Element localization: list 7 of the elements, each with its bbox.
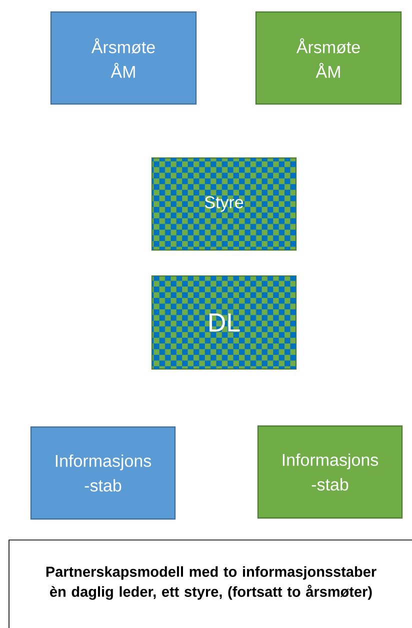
caption-box: Partnerskapsmodell med to informasjonsstaber èn daglig leder, ett styre, (fortsatt to årsmøter) — [8, 540, 412, 628]
process-box: Årsmøte ÅM — [255, 11, 402, 105]
checkered-box: Styre — [151, 157, 297, 251]
process-box: Informasjons -stab — [257, 425, 403, 519]
process-box: Informasjons -stab — [30, 426, 176, 520]
process-box: Årsmøte ÅM — [50, 11, 197, 105]
checkered-box: DL — [151, 275, 297, 370]
